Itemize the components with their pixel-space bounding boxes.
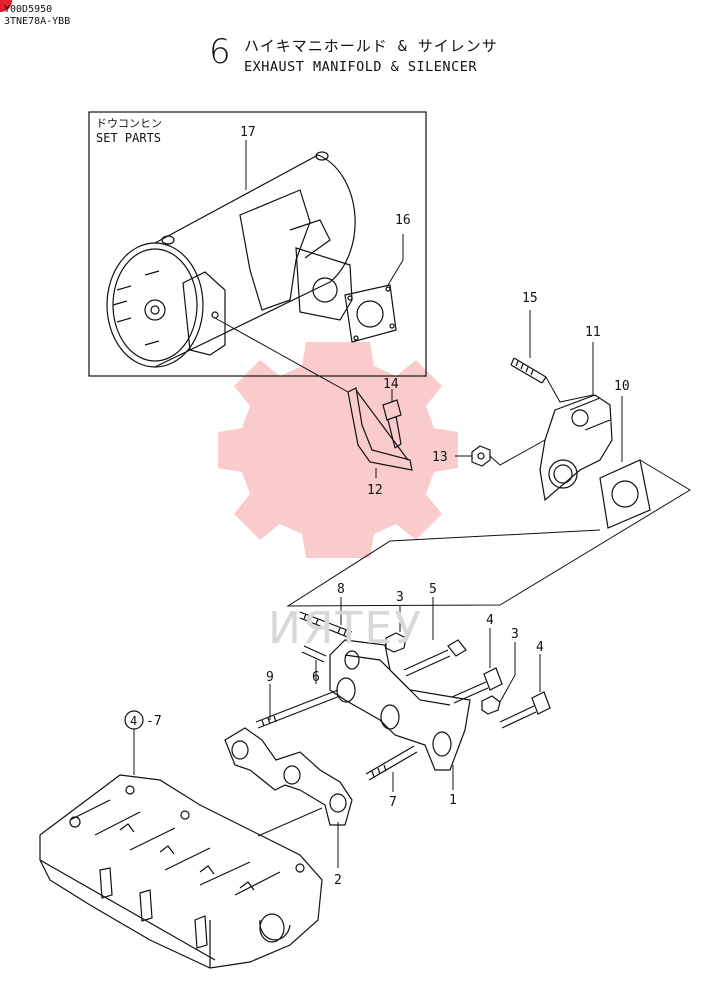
callout-15: 15 — [522, 291, 538, 306]
reference-number: 4 — [130, 714, 137, 728]
callout-1: 1 — [449, 793, 457, 808]
exhaust-manifold — [329, 639, 471, 771]
callout-9: 9 — [266, 670, 274, 685]
callout-6: 6 — [312, 670, 320, 685]
callout-16: 16 — [395, 213, 411, 228]
callout-12: 12 — [367, 483, 383, 498]
watermark-text: ИЯТЕУ — [268, 603, 423, 654]
callout-13: 13 — [432, 450, 448, 465]
set-parts-label-japanese: ドウコンヒン — [96, 117, 162, 130]
title-english: EXHAUST MANIFOLD & SILENCER — [244, 59, 477, 75]
flange-nut — [471, 445, 491, 467]
callout-14: 14 — [383, 377, 399, 392]
model-code: 3TNE78A-YBB — [4, 16, 71, 27]
callout-10: 10 — [614, 379, 630, 394]
reference-suffix: -7 — [146, 714, 162, 729]
callout-5: 5 — [429, 582, 437, 597]
doc-code: Y00D5950 — [4, 4, 53, 15]
callout-labels: 17 16 15 11 10 14 13 12 8 3 5 4 3 4 6 9 … — [130, 125, 630, 888]
leader-lines — [214, 140, 691, 607]
callout-4-upper: 4 — [486, 613, 494, 628]
callout-7: 7 — [389, 795, 397, 810]
exhaust-flange-pipe — [539, 394, 613, 502]
callout-11: 11 — [585, 325, 601, 340]
callout-2: 2 — [334, 873, 342, 888]
callout-3-upper: 3 — [396, 590, 404, 605]
silencer-gasket — [344, 284, 397, 343]
cylinder-head — [39, 774, 323, 969]
silencer — [106, 151, 356, 368]
watermark-gear-logo — [218, 342, 458, 558]
manifold-gasket — [224, 727, 353, 826]
set-parts-label-english: SET PARTS — [96, 131, 162, 145]
title-japanese: ハイキマニホールド & サイレンサ — [244, 37, 498, 55]
callout-17: 17 — [240, 125, 256, 140]
set-parts-frame — [88, 111, 427, 377]
callout-3-lower: 3 — [511, 627, 519, 642]
flange-gasket — [599, 459, 651, 529]
section-number: 6 — [209, 32, 231, 72]
support-bracket — [347, 387, 413, 471]
callout-4-lower: 4 — [536, 640, 544, 655]
stud-bolt — [510, 357, 547, 384]
callout-8: 8 — [337, 582, 345, 597]
leader-lines-lower — [257, 597, 541, 868]
